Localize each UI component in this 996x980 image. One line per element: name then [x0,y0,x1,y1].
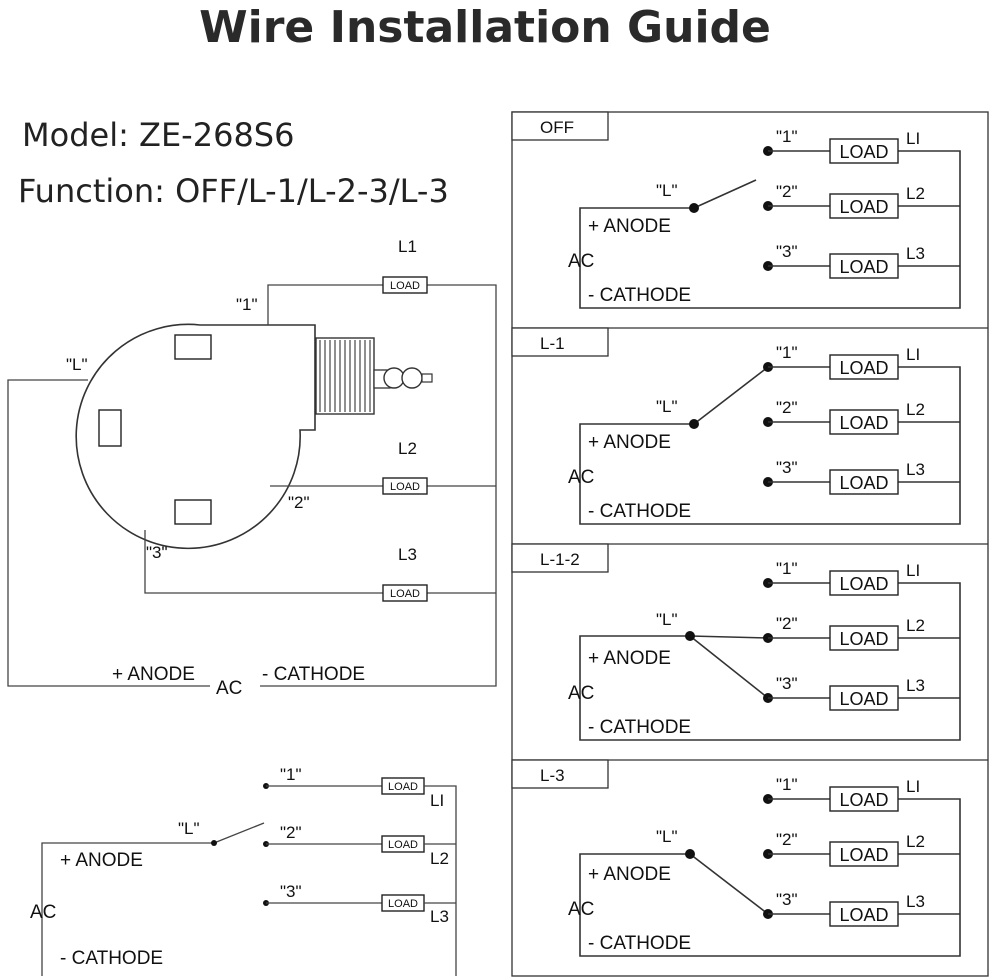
terminal-2-label: "2" [280,823,302,842]
page-title: Wire Installation Guide [199,2,771,53]
panel-l-1: L-1 LOAD LOAD LOAD "1" "2" "3" "L" LI L2… [511,327,961,525]
ac-label: AC [568,467,594,488]
l2-label: L2 [906,400,925,419]
function-label: Function: OFF/L-1/L-2-3/L-3 [18,172,449,210]
load-label: LOAD [390,481,420,493]
bottom-schematic: LOAD LOAD LOAD "1" "2" "3" "L" LI L2 L3 … [30,765,457,976]
load-label: LOAD [390,280,420,292]
ac-label: AC [30,902,56,923]
terminal-1 [174,334,212,360]
load-label: LOAD [839,142,888,162]
terminal-l [98,409,122,447]
pull-chain-tip [421,373,433,383]
terminal-l-label: "L" [178,819,200,838]
cathode-label: - CATHODE [588,501,691,522]
l3-label: L3 [906,892,925,911]
terminal-1-label: "1" [776,559,798,578]
ac-label: AC [568,251,594,272]
terminal-3-label: "3" [280,882,302,901]
load-label: LOAD [839,574,888,594]
terminal-l-label: "L" [656,397,678,416]
terminal-2 [174,499,212,525]
terminal-3-label: "3" [146,543,168,562]
terminal-3-label: "3" [776,674,798,693]
terminal-2-label: "2" [288,493,310,512]
cathode-label: - CATHODE [262,664,365,685]
terminal-3-label: "3" [776,242,798,261]
terminal-1-label: "1" [776,127,798,146]
load-label: LOAD [839,845,888,865]
li-label: LI [906,345,920,364]
load-label: LOAD [839,358,888,378]
terminal-1-label: "1" [776,775,798,794]
l3-label: L3 [906,244,925,263]
l3-label: L3 [906,676,925,695]
terminal-3-label: "3" [776,458,798,477]
li-label: LI [430,791,444,810]
l3-label: L3 [906,460,925,479]
switch-body [75,323,316,550]
load-label: LOAD [839,413,888,433]
l3-label: L3 [398,545,417,564]
anode-label: + ANODE [588,648,671,669]
terminal-2-label: "2" [776,398,798,417]
anode-label: + ANODE [112,664,195,685]
terminal-1-label: "1" [776,343,798,362]
load-label: LOAD [388,839,418,851]
load-label: LOAD [839,689,888,709]
ac-label: AC [216,678,242,699]
pull-chain-ball-1 [383,367,405,389]
pull-chain-ball-2 [401,367,423,389]
terminal-1-label: "1" [236,295,258,314]
load-label: LOAD [839,473,888,493]
l1-label: L1 [398,237,417,256]
terminal-l-label: "L" [656,827,678,846]
cathode-label: - CATHODE [588,933,691,954]
panel-l-1-2: L-1-2 LOAD LOAD LOAD "1" "2" "3" "L" LI … [511,543,961,741]
panel-l-3: L-3 LOAD LOAD LOAD "1" "2" "3" "L" LI L2… [511,759,961,957]
terminal-2-label: "2" [776,830,798,849]
cathode-label: - CATHODE [60,948,163,969]
terminal-1-label: "1" [280,765,302,784]
anode-label: + ANODE [588,216,671,237]
ac-label: AC [568,683,594,704]
panel-title: L-3 [540,766,565,785]
panel-off: OFF LOAD LOAD LOAD "1" "2" "3" "L" LI L2… [511,111,961,309]
l2-label: L2 [906,832,925,851]
load-label: LOAD [839,629,888,649]
l2-label: L2 [430,849,449,868]
load-label: LOAD [388,781,418,793]
load-label: LOAD [388,898,418,910]
l2-label: L2 [906,616,925,635]
load-label: LOAD [839,905,888,925]
terminal-2-label: "2" [776,614,798,633]
cathode-label: - CATHODE [588,285,691,306]
terminal-2-label: "2" [776,182,798,201]
cathode-label: - CATHODE [588,717,691,738]
li-label: LI [906,777,920,796]
terminal-l-label: "L" [656,181,678,200]
li-label: LI [906,129,920,148]
anode-label: + ANODE [588,864,671,885]
load-label: LOAD [839,197,888,217]
load-label: LOAD [839,790,888,810]
model-label: Model: ZE-268S6 [22,116,295,154]
panel-title: L-1-2 [540,550,580,569]
terminal-l-label: "L" [656,610,678,629]
load-label: LOAD [390,588,420,600]
panel-title: L-1 [540,334,565,353]
anode-label: + ANODE [60,850,143,871]
li-label: LI [906,561,920,580]
l3-label: L3 [430,907,449,926]
ac-label: AC [568,899,594,920]
terminal-3-label: "3" [776,890,798,909]
terminal-l-label: "L" [66,355,88,374]
panel-title: OFF [540,118,574,137]
switch-physical-diagram: LOAD LOAD LOAD L1 L2 L3 "1" "L" "2" "3" … [7,237,497,699]
l2-label: L2 [906,184,925,203]
load-label: LOAD [839,257,888,277]
anode-label: + ANODE [588,432,671,453]
l2-label: L2 [398,439,417,458]
